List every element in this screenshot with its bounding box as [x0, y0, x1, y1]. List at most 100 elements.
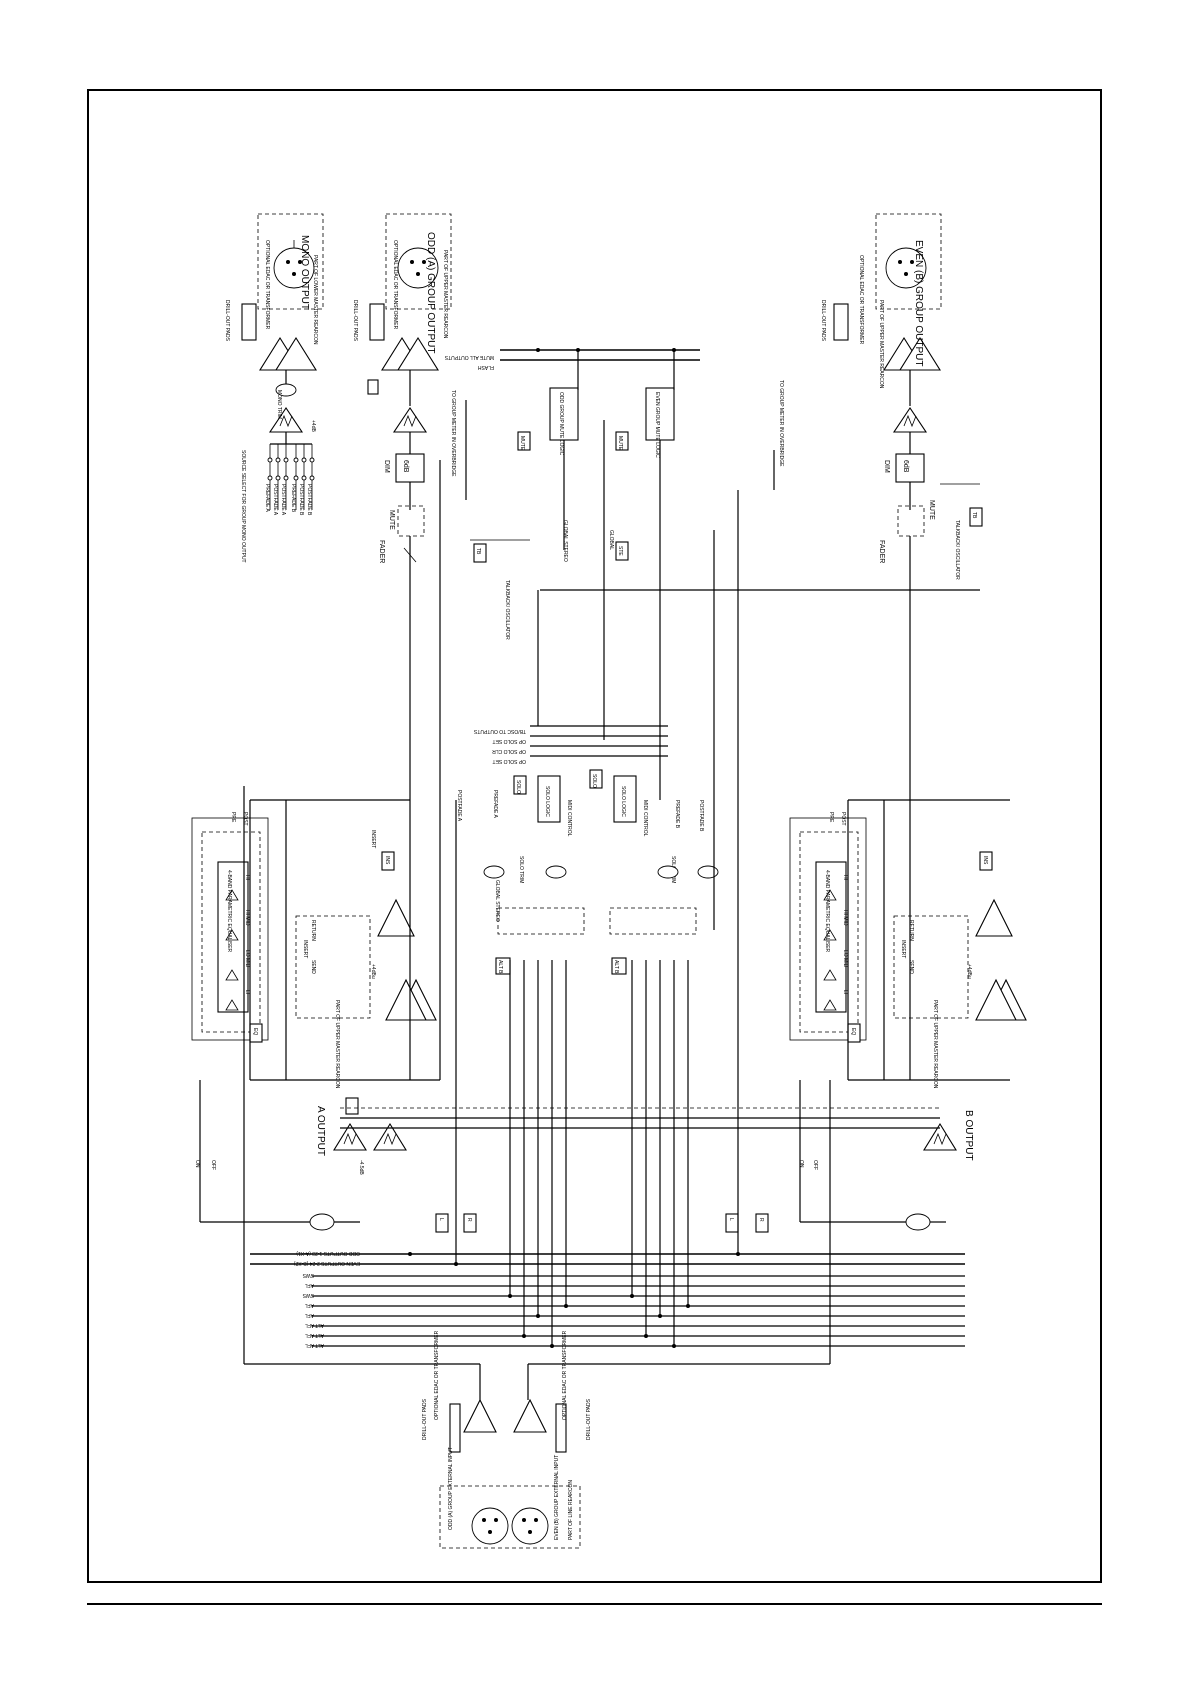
- b-l-button: L: [728, 1218, 734, 1221]
- b-channel-eq-section: 4-BAND PARAMETRIC EQUALISER LF LO MID HI…: [789, 800, 885, 1080]
- a-channel-insert-section: INSERT SEND RETURN PART OF UPPER MASTER …: [295, 830, 437, 1089]
- mono-part-of-lower: PART OF LOWER MASTER REARCON: [312, 255, 318, 345]
- a-insert-label: INSERT: [302, 940, 308, 958]
- bus-label-5: SWS: [302, 1292, 314, 1298]
- b-eq-title: 4-BAND PARAMETRIC EQUALISER: [824, 870, 830, 953]
- mono-drill-out-pads: DRILL-OUT PADS: [224, 300, 230, 342]
- odd-fader-label: FADER: [378, 540, 385, 563]
- b-return-label: RETURN: [908, 920, 914, 941]
- ext-drill-out-right: DRILL-OUT PADS: [586, 1398, 592, 1440]
- midi-control-right: MIDI CONTROL: [642, 800, 648, 837]
- a-l-button: L: [438, 1218, 444, 1221]
- b-eq-band-himid: HI MID: [842, 910, 848, 926]
- bus-label-6: AFL: [305, 1302, 314, 1308]
- bus-label-odd: ODD OUTPUTS 1-23 (A-X1): [296, 1250, 360, 1256]
- mute-all-outputs-label: MUTE ALL OUTPUTS: [444, 354, 494, 360]
- even-external-input-label: EVEN (B) GROUP EXTERNAL INPUT: [554, 1455, 560, 1540]
- b-output-section: B OUTPUT ON OFF L R: [725, 1110, 974, 1233]
- b-gain-plus-4: +4dBu: [966, 964, 972, 979]
- solo-logic-right: SOLO LOGIC: [620, 786, 626, 817]
- ext-optional-edac-right: OPTIONAL EDAC OR TRANSFORMER: [562, 1330, 568, 1420]
- external-inputs-section: ODD (A) GROUP EXTERNAL INPUT EVEN (B) GR…: [422, 1330, 592, 1549]
- button-ste: STE: [617, 546, 623, 556]
- solo-out-3: OP SOLO CLR: [492, 748, 526, 754]
- drawing-frame: [87, 89, 1102, 1583]
- even-group-output-label: EVEN (B) GROUP OUTPUT: [913, 240, 924, 367]
- odd-drill-out-pads: DRILL-OUT PADS: [352, 300, 358, 342]
- ext-optional-edac-left: OPTIONAL EDAC OR TRANSFORMER: [434, 1330, 440, 1420]
- mono-output-label: MONO OUTPUT: [299, 235, 310, 310]
- mute-logic-section: FLASH MUTE ALL OUTPUTS ODD GROUP MUTE LO…: [444, 349, 980, 740]
- a-output-label: A OUTPUT: [315, 1106, 326, 1156]
- mono-source-select: SOURCE SELECT FOR GROUP MONO OUTPUT PREF…: [240, 443, 315, 563]
- a-gain-minus: -4.5dB: [358, 1160, 364, 1175]
- midi-control-left: MIDI CONTROL: [566, 800, 572, 837]
- output-buses: [250, 1253, 965, 1347]
- talkback-label-left: TALKBACK/ OSCILLATOR: [504, 580, 510, 640]
- button-tb-b: TB: [971, 512, 977, 519]
- bus-label-10: ALT AFL: [305, 1342, 324, 1348]
- odd-to-group-meter: TO GROUP METER IN OVERBRIDGE: [450, 390, 456, 477]
- footer-rule: [87, 1603, 1102, 1605]
- b-output-label: B OUTPUT: [963, 1110, 974, 1161]
- b-on-label: ON: [798, 1160, 804, 1168]
- b-channel-insert-section: INSERT SEND RETURN PART OF UPPER MASTER …: [893, 851, 1027, 1089]
- b-eq-band-lomid: LO MID: [842, 950, 848, 968]
- button-solo-a: SOLO: [515, 780, 521, 794]
- source-select-label: SOURCE SELECT FOR GROUP MONO OUTPUT: [240, 450, 246, 563]
- b-off-label: OFF: [812, 1160, 818, 1170]
- flash-label: FLASH: [477, 364, 494, 370]
- odd-mute-label: MUTE: [388, 510, 395, 530]
- even-fader-label: FADER: [878, 540, 885, 563]
- bus-label-7: AFL: [305, 1312, 314, 1318]
- source-row-5: POSTFADE B: [298, 484, 304, 516]
- mono-optional-edac: OPTIONAL EDAC OR TRANSFORMER: [264, 240, 270, 330]
- solo-out-2: OP SOLO SET: [492, 738, 526, 744]
- a-eq-band-lomid: LO MID: [244, 950, 250, 968]
- a-pre-label: PRE: [230, 812, 236, 823]
- b-part-of-upper: PART OF UPPER MASTER REARCON: [932, 1000, 938, 1089]
- source-row-2: POSTFADE A: [272, 484, 278, 516]
- odd-group-mute-logic: ODD GROUP MUTE LOGIC: [558, 392, 564, 456]
- odd-group-output-label: ODD (A) GROUP OUTPUT: [425, 232, 436, 353]
- a-eq-band-hf: HF: [244, 875, 250, 882]
- b-ins-button: INS: [982, 856, 988, 865]
- even-drill-out-pads: DRILL-OUT PADS: [820, 300, 826, 342]
- global-stereo-label: GLOBAL STEREO: [562, 520, 568, 562]
- ext-drill-out-left: DRILL-OUT PADS: [422, 1398, 428, 1440]
- a-gain-plus-4: +4dBu: [370, 964, 376, 979]
- even-part-of-upper: PART OF UPPER MASTER REARCON: [878, 300, 884, 389]
- bus-label-9: ALT AFL: [305, 1332, 324, 1338]
- a-eq-band-lf: LF: [244, 990, 250, 996]
- odd-group-output-section: 6dB DIM ODD (A) GROUP OUTPUT OPTIONAL ED…: [352, 213, 467, 640]
- odd-part-of-upper: PART OF UPPER MASTER REARCON: [442, 250, 448, 339]
- postfade-a-label: POSTFADE A: [456, 790, 462, 822]
- bus-label-3: SWS: [302, 1272, 314, 1278]
- odd-optional-edac: OPTIONAL EDAC OR TRANSFORMER: [392, 240, 398, 330]
- prefade-a-label: PREFADE A: [492, 790, 498, 818]
- mono-trim-label: MONO TRIM: [276, 390, 282, 419]
- bus-label-even: EVEN OUTPUTS 2-24 (B-X2): [294, 1260, 360, 1266]
- a-output-section: A OUTPUT -4.5dB ON OFF L R: [194, 1097, 477, 1233]
- button-solo-b: SOLO: [591, 774, 597, 788]
- a-off-label: OFF: [210, 1160, 216, 1170]
- source-row-3: POSTFADE A: [280, 484, 286, 516]
- source-row-6: POSTFADE B: [306, 484, 312, 516]
- even-to-group-meter: TO GROUP METER IN OVERBRIDGE: [778, 380, 784, 467]
- global-label: GLOBAL: [608, 530, 614, 550]
- bus-label-4: AFL: [305, 1282, 314, 1288]
- b-send-label: SEND: [908, 960, 914, 974]
- a-send-label: SEND: [310, 960, 316, 974]
- odd-dim-gain: 6dB: [402, 460, 409, 473]
- even-mute-label: MUTE: [928, 500, 935, 520]
- a-part-of-upper: PART OF UPPER MASTER REARCON: [334, 1000, 340, 1089]
- panel-buttons: MUTE MUTE TB TB STE SOLO SOLO ALT B ALT …: [475, 436, 977, 974]
- even-group-output-section: 6dB DIM EVEN (B) GROUP OUTPUT OPTIONAL E…: [773, 213, 942, 640]
- postfade-b-label: POSTFADE B: [698, 800, 704, 832]
- b-insert-label: INSERT: [900, 940, 906, 958]
- a-r-button: R: [466, 1218, 472, 1222]
- a-ins-button: INS: [384, 856, 390, 865]
- line-rearcon-label: PART OF LINE REARCON: [568, 1480, 574, 1540]
